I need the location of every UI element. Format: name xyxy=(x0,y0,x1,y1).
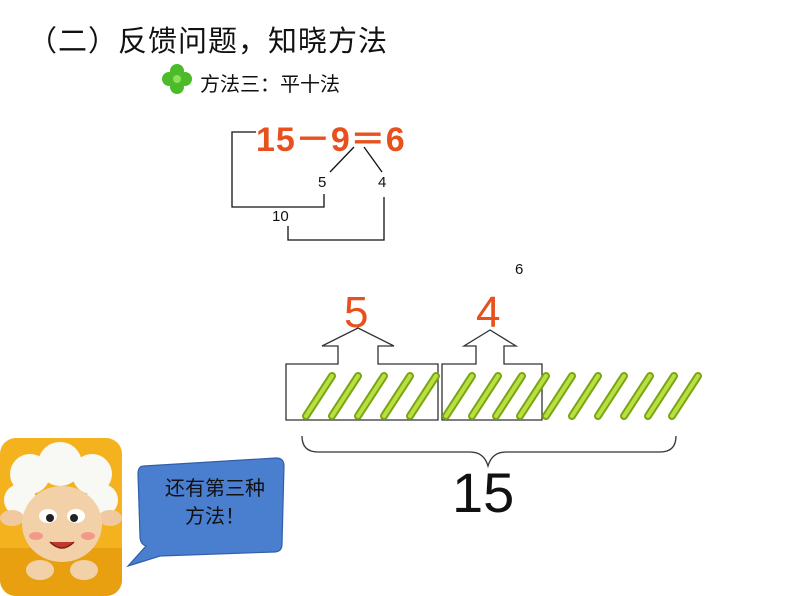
total-count: 15 xyxy=(452,461,515,524)
lamb-mascot-icon xyxy=(0,438,122,596)
equation: 15－9＝6 xyxy=(256,121,406,159)
clover-icon xyxy=(162,64,192,94)
group-box-right xyxy=(441,329,543,421)
six-label: 6 xyxy=(515,261,524,278)
ten-label: 10 xyxy=(272,208,289,225)
page-title: （二）反馈问题，知晓方法 xyxy=(28,24,389,58)
stick-group xyxy=(302,372,702,420)
split-right-number: 4 xyxy=(378,174,387,191)
method-subtitle: 方法三：平十法 xyxy=(200,72,340,96)
group-box-left xyxy=(285,327,439,421)
split-left-number: 5 xyxy=(318,174,327,191)
bubble-text: 还有第三种方法！ xyxy=(165,476,265,528)
group-right-count: 4 xyxy=(476,288,501,337)
total-brace xyxy=(301,435,677,469)
